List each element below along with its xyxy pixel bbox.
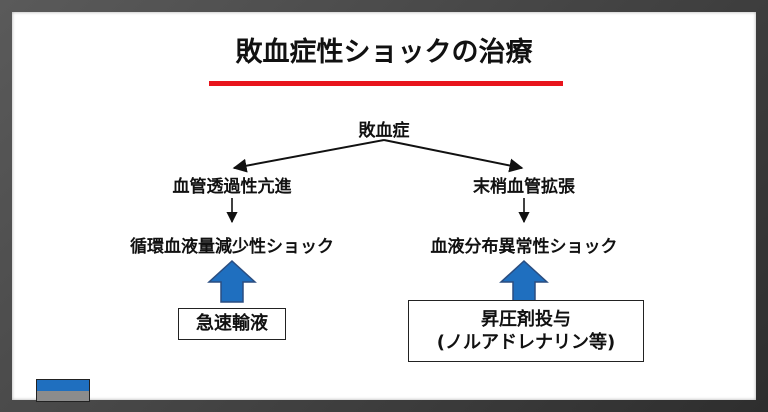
treatment-arrow-right xyxy=(499,259,549,303)
left-treatment-text: 急速輸液 xyxy=(196,313,268,335)
right-treatment-line2: (ノルアドレナリン等) xyxy=(436,332,616,353)
connector-lines xyxy=(207,139,549,303)
right-shock-type: 血液分布異常性ショック xyxy=(430,237,618,257)
left-cause-label: 血管透過性亢進 xyxy=(172,177,292,197)
root-sepsis: 敗血症 xyxy=(358,121,410,141)
branch-arrow-right xyxy=(383,139,524,173)
corner-color-tab xyxy=(36,379,90,402)
diagram-title: 敗血症性ショックの治療 xyxy=(235,37,533,68)
branch-arrow-left xyxy=(232,139,385,173)
title-underline xyxy=(209,81,563,86)
right-treatment-line1: 昇圧剤投与 xyxy=(481,308,571,330)
treatment-arrow-left xyxy=(207,259,257,303)
left-treatment-box: 急速輸液 xyxy=(178,308,286,340)
right-cause-label: 末梢血管拡張 xyxy=(473,177,575,197)
whiteboard: 敗血症性ショックの治療 敗血症 血管透過性亢進 末梢血管拡張 循環血液量減少性シ… xyxy=(12,12,756,402)
right-treatment-box: 昇圧剤投与 (ノルアドレナリン等) xyxy=(408,300,644,362)
left-shock-type: 循環血液量減少性ショック xyxy=(130,237,334,257)
